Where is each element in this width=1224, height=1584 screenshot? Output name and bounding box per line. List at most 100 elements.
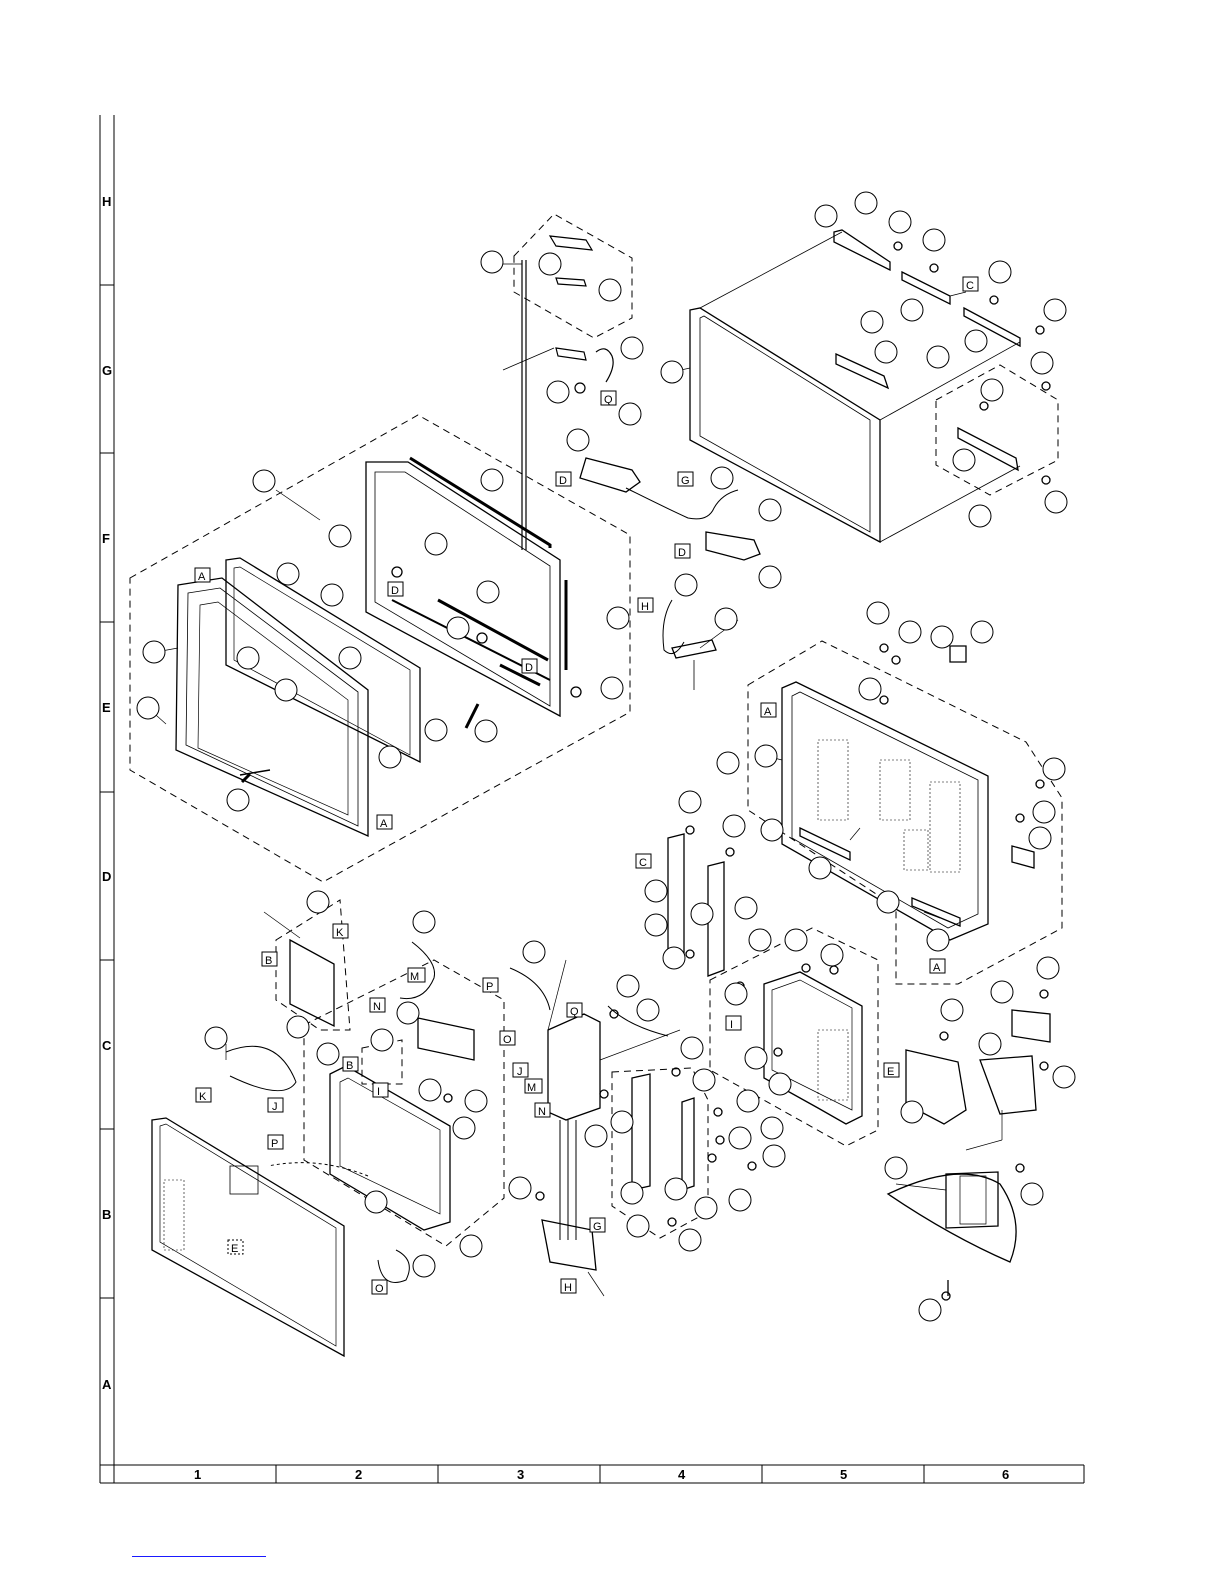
callout-balloon bbox=[637, 999, 659, 1021]
callout-balloon bbox=[761, 1117, 783, 1139]
callout-balloon bbox=[1043, 758, 1065, 780]
callout-balloon bbox=[663, 947, 685, 969]
speaker-bracket-group-outline bbox=[514, 214, 632, 338]
svg-text:K: K bbox=[336, 927, 344, 939]
callout-balloon bbox=[365, 1191, 387, 1213]
terminal-cover-group-outline bbox=[276, 900, 350, 1030]
callout-balloon bbox=[317, 1043, 339, 1065]
connector-tag-h-terminal: H bbox=[561, 1279, 576, 1294]
callout-balloon bbox=[981, 379, 1003, 401]
callout-balloon bbox=[447, 617, 469, 639]
svg-text:A: A bbox=[380, 818, 388, 830]
callout-balloon bbox=[523, 941, 545, 963]
callout-balloon bbox=[453, 1117, 475, 1139]
row-zone-labels: H G F E D C B A bbox=[102, 194, 112, 1392]
footer-link-underline[interactable] bbox=[132, 1556, 266, 1557]
connector-tag-o-terminal: O bbox=[500, 1031, 515, 1046]
callout-balloon bbox=[1037, 957, 1059, 979]
callout-balloon bbox=[855, 192, 877, 214]
callout-balloon bbox=[645, 914, 667, 936]
callout-balloon bbox=[645, 880, 667, 902]
connector-tag-j-cable: J bbox=[268, 1098, 283, 1113]
callout-balloon bbox=[989, 261, 1011, 283]
svg-text:D: D bbox=[391, 585, 399, 597]
callout-balloon bbox=[205, 1027, 227, 1049]
callout-balloon bbox=[275, 679, 297, 701]
connector-tag-o-backpanel: O bbox=[372, 1280, 387, 1295]
callout-balloon bbox=[715, 608, 737, 630]
callout-balloon bbox=[991, 981, 1013, 1003]
connector-tag-n-terminal: N bbox=[535, 1103, 550, 1118]
connector-tag-p-backpanel: P bbox=[268, 1135, 283, 1150]
callout-balloon bbox=[749, 929, 771, 951]
callout-balloon bbox=[681, 1037, 703, 1059]
callout-balloon bbox=[785, 929, 807, 951]
svg-text:A: A bbox=[764, 706, 772, 718]
callout-balloon bbox=[899, 621, 921, 643]
svg-text:G: G bbox=[593, 1221, 602, 1233]
svg-text:E: E bbox=[887, 1066, 894, 1078]
svg-text:E: E bbox=[231, 1243, 238, 1255]
rear-cabinet-vents bbox=[818, 740, 960, 872]
callout-balloon bbox=[547, 381, 569, 403]
callout-balloon bbox=[821, 944, 843, 966]
callout-balloon bbox=[585, 1125, 607, 1147]
callout-balloon bbox=[599, 279, 621, 301]
connector-tag-a-front-bezel: A bbox=[195, 568, 210, 583]
zone-row-h: H bbox=[102, 194, 111, 209]
callout-balloon bbox=[1021, 1183, 1043, 1205]
callout-balloon bbox=[143, 641, 165, 663]
callout-balloon bbox=[923, 229, 945, 251]
connector-tag-b-pwb: B bbox=[343, 1057, 358, 1072]
connector-tag-m-terminal: M bbox=[525, 1079, 542, 1094]
callout-balloon bbox=[769, 1073, 791, 1095]
callout-balloon bbox=[567, 429, 589, 451]
callout-balloon bbox=[675, 574, 697, 596]
callout-balloon bbox=[729, 1189, 751, 1211]
callout-balloon bbox=[711, 467, 733, 489]
callout-balloon bbox=[859, 678, 881, 700]
svg-text:N: N bbox=[538, 1106, 546, 1118]
callout-balloon bbox=[815, 205, 837, 227]
callout-balloon bbox=[901, 299, 923, 321]
svg-text:A: A bbox=[198, 571, 206, 583]
assembly-group-outlines bbox=[130, 214, 1062, 1246]
connector-tag-e-side: E bbox=[884, 1063, 899, 1078]
svg-text:C: C bbox=[639, 857, 647, 869]
connector-tag-c-top: C bbox=[963, 277, 978, 292]
connector-tag-c-stand: C bbox=[636, 854, 651, 869]
svg-text:P: P bbox=[486, 981, 493, 993]
callout-balloon bbox=[735, 897, 757, 919]
callout-balloon bbox=[481, 469, 503, 491]
callout-balloon bbox=[481, 251, 503, 273]
connector-tag-m-pwb: M bbox=[408, 968, 425, 983]
callout-balloon bbox=[1053, 1066, 1075, 1088]
callout-balloon bbox=[661, 361, 683, 383]
callout-balloon bbox=[413, 1255, 435, 1277]
connector-tag-k-top: K bbox=[333, 924, 348, 939]
callout-balloon bbox=[861, 311, 883, 333]
callout-balloon bbox=[969, 505, 991, 527]
stand-assembly bbox=[888, 1164, 1024, 1300]
callout-balloon bbox=[413, 911, 435, 933]
zone-col-3: 3 bbox=[517, 1467, 524, 1482]
connector-tag-d-speaker-1: D bbox=[556, 472, 571, 487]
callout-balloon bbox=[137, 697, 159, 719]
callout-balloon bbox=[725, 983, 747, 1005]
callout-balloon bbox=[919, 1299, 941, 1321]
callout-balloon bbox=[693, 1069, 715, 1091]
speaker-assembly bbox=[580, 458, 760, 690]
callout-balloon bbox=[763, 1145, 785, 1167]
callout-balloon bbox=[665, 1178, 687, 1200]
svg-text:H: H bbox=[641, 601, 649, 613]
rear-cabinet-assembly bbox=[782, 644, 1044, 940]
callout-balloon bbox=[867, 602, 889, 624]
svg-text:Q: Q bbox=[570, 1006, 579, 1018]
callout-balloon bbox=[253, 470, 275, 492]
callout-balloon bbox=[1045, 491, 1067, 513]
callout-balloon bbox=[321, 584, 343, 606]
svg-text:D: D bbox=[559, 475, 567, 487]
callout-balloon bbox=[425, 719, 447, 741]
callout-balloon bbox=[460, 1235, 482, 1257]
callout-balloon bbox=[621, 1182, 643, 1204]
